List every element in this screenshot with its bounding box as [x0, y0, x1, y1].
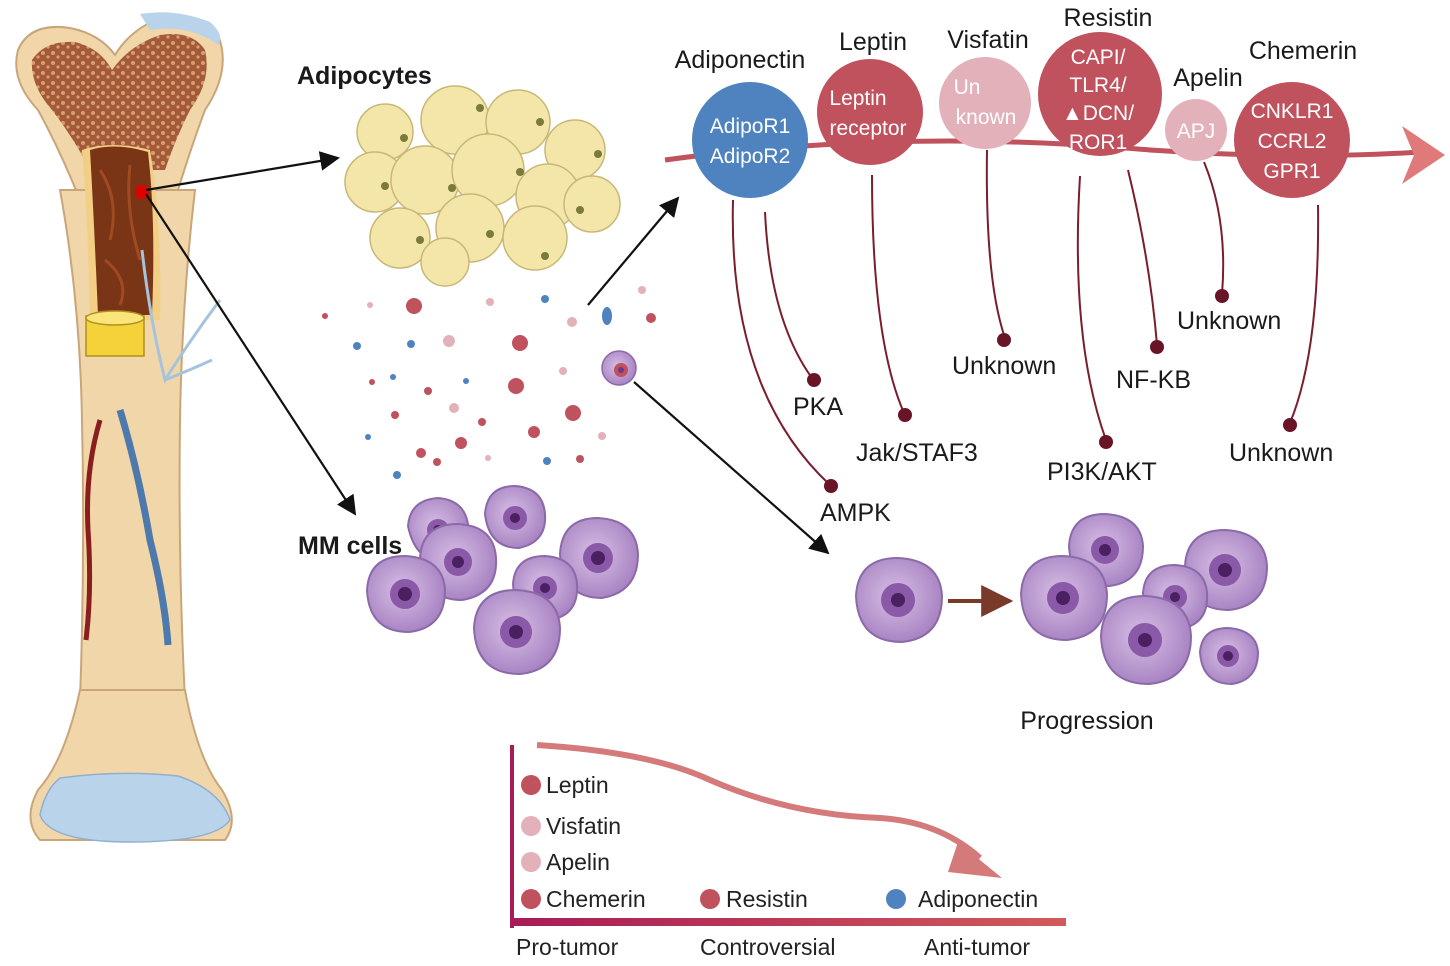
svg-text:ROR1: ROR1: [1069, 131, 1127, 154]
pathway-chemerin-unknown: Unknown: [1229, 439, 1333, 467]
legend-dot-chemerin: [521, 889, 541, 909]
pathway-pka: PKA: [793, 393, 843, 421]
svg-text:CAPI/: CAPI/: [1071, 46, 1126, 69]
arrow-to-mm-cells: [145, 193, 357, 516]
svg-text:TLR4/: TLR4/: [1069, 74, 1126, 97]
axis-controversial: Controversial: [700, 934, 836, 960]
legend-visfatin: Visfatin: [546, 813, 621, 839]
progression-label: Progression: [1020, 707, 1153, 735]
svg-text:CNKLR1: CNKLR1: [1251, 100, 1334, 123]
pathway-apelin-unknown: Unknown: [1177, 307, 1281, 335]
leptin-label: Leptin: [839, 28, 907, 56]
legend-apelin: Apelin: [546, 849, 610, 875]
receptor-chemerin: CNKLR1 CCRL2 GPR1 Chemerin: [1234, 37, 1357, 198]
legend-resistin: Resistin: [726, 886, 808, 912]
svg-text:AdipoR2: AdipoR2: [710, 145, 791, 168]
adiponectin-label: Adiponectin: [675, 46, 806, 74]
svg-text:▲DCN/: ▲DCN/: [1062, 102, 1134, 125]
adipocyte-cluster: [344, 85, 621, 287]
mm-cell-cluster: [365, 484, 640, 676]
svg-text:GPR1: GPR1: [1263, 160, 1320, 183]
receptor-visfatin: Un known Visfatin: [939, 26, 1031, 149]
svg-text:AdipoR1: AdipoR1: [710, 115, 791, 138]
mm-cell-single: [854, 556, 944, 644]
chemerin-label: Chemerin: [1249, 37, 1357, 65]
mm-cell-progression-cluster: [1019, 512, 1269, 686]
svg-text:CCRL2: CCRL2: [1258, 130, 1327, 153]
receptor-resistin: CAPI/ TLR4/ ▲DCN/ ROR1 Resistin: [1038, 4, 1162, 156]
svg-text:Leptin: Leptin: [829, 87, 886, 110]
svg-text:Un: Un: [954, 76, 981, 99]
bone-illustration: [15, 12, 233, 843]
receptor-apelin: APJ Apelin: [1165, 64, 1243, 161]
legend-dot-adiponectin: [886, 889, 906, 909]
secreted-adipokines: [322, 286, 656, 479]
signal-lines: [731, 149, 1320, 486]
adipocyte-nuclei: [381, 104, 602, 260]
pathway-visfatin-unknown: Unknown: [952, 352, 1056, 380]
visfatin-label: Visfatin: [947, 26, 1029, 54]
legend-dot-leptin: [521, 775, 541, 795]
arrow-to-adipocytes: [145, 151, 340, 192]
svg-text:known: known: [956, 106, 1017, 129]
axis-pro-tumor: Pro-tumor: [516, 934, 619, 960]
mm-cells-label: MM cells: [298, 532, 402, 560]
pathway-nf-kb: NF-KB: [1116, 366, 1191, 394]
pathway-ampk: AMPK: [820, 499, 891, 527]
svg-text:receptor: receptor: [829, 117, 906, 140]
arrow-to-progression: [633, 381, 830, 555]
legend-adiponectin: Adiponectin: [918, 886, 1038, 912]
legend-chemerin: Chemerin: [546, 886, 646, 912]
mm-cell-small: [601, 350, 637, 386]
receptor-leptin: Leptin receptor Leptin: [817, 28, 923, 165]
legend-dot-visfatin: [521, 816, 541, 836]
legend-leptin: Leptin: [546, 772, 609, 798]
svg-text:APJ: APJ: [1177, 120, 1216, 143]
signal-endpoints: [807, 289, 1297, 493]
legend-dot-apelin: [521, 852, 541, 872]
pathway-pi3k-akt: PI3K/AKT: [1047, 458, 1157, 486]
adipocytes-label: Adipocytes: [297, 62, 432, 90]
resistin-label: Resistin: [1064, 4, 1153, 32]
apelin-label: Apelin: [1173, 64, 1243, 92]
arrow-to-receptors: [587, 196, 680, 306]
receptor-adiponectin: AdipoR1 AdipoR2 Adiponectin: [675, 46, 808, 198]
legend-panel: Leptin Visfatin Apelin Chemerin Resistin…: [510, 742, 1066, 960]
membrane-arrow-head: [1402, 126, 1445, 184]
pathway-jak-staf3: Jak/STAF3: [856, 439, 978, 467]
axis-anti-tumor: Anti-tumor: [924, 934, 1030, 960]
legend-dot-resistin: [700, 889, 720, 909]
